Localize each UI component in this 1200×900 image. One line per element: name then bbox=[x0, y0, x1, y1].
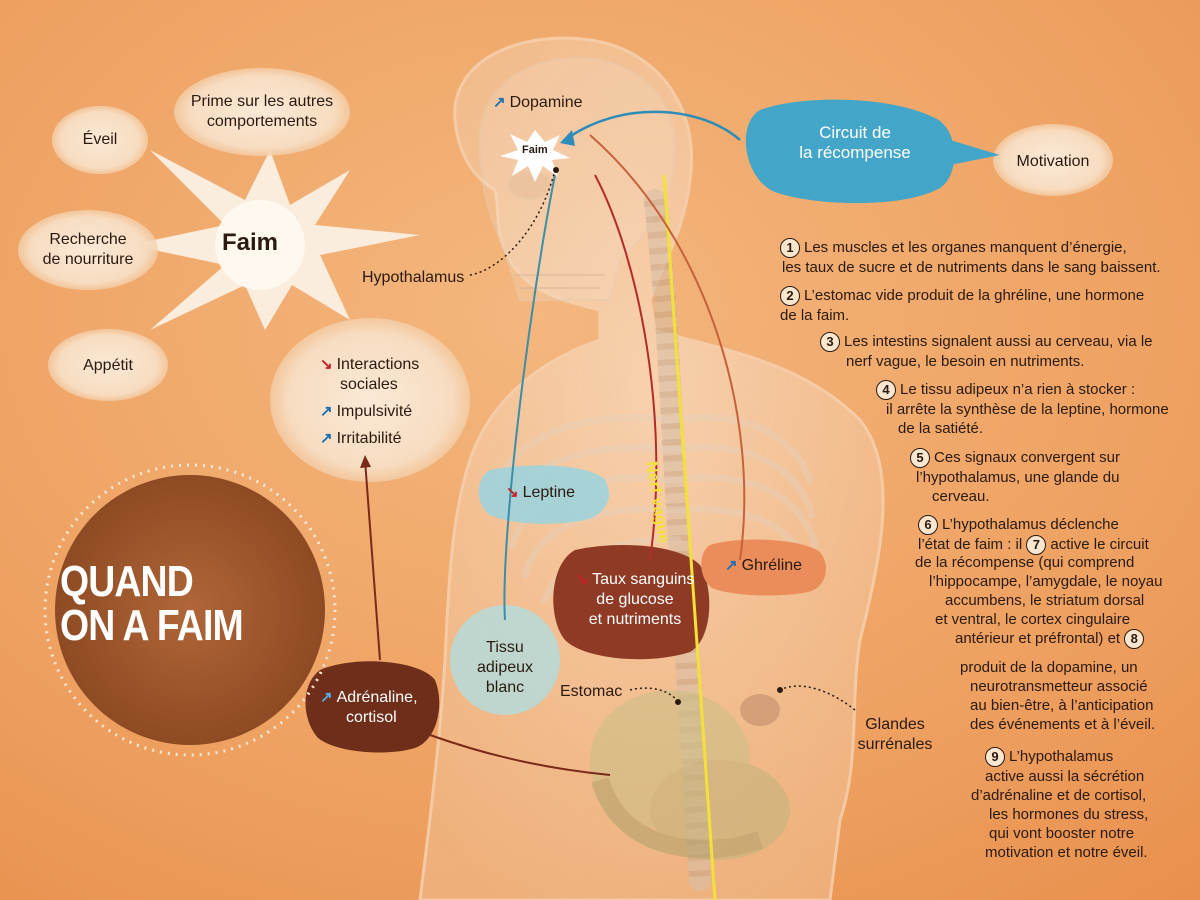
title-circle-ring bbox=[43, 463, 337, 757]
nerf-vague-line bbox=[662, 174, 717, 900]
label-hypothalamus: Hypothalamus bbox=[362, 269, 465, 286]
effect-recherche: Recherche de nourriture bbox=[42, 231, 134, 268]
effect-prime: Prime sur les autres comportements bbox=[190, 93, 334, 130]
step-8: produit de la dopamine, un neurotransmet… bbox=[960, 659, 1156, 733]
center-faim-label: Faim bbox=[222, 229, 279, 256]
skull bbox=[478, 57, 677, 301]
behavior-irritabilite: ↗Irritabilité bbox=[320, 430, 402, 447]
label-glandes: Glandes surrénales bbox=[857, 716, 933, 753]
title-line-2: ON A FAIM bbox=[60, 601, 244, 650]
label-estomac: Estomac bbox=[560, 683, 623, 700]
label-motivation: Motivation bbox=[1016, 153, 1090, 170]
step-number-9: 9 bbox=[985, 747, 1005, 768]
step-number-6: 6 bbox=[918, 515, 938, 536]
behavior-impulsivite: ↗Impulsivité bbox=[320, 403, 413, 420]
step-number-7: 7 bbox=[1026, 535, 1047, 556]
adrenaline-blob bbox=[305, 661, 440, 753]
step-number-2: 2 bbox=[780, 286, 800, 307]
taux-blob bbox=[553, 545, 710, 660]
label-faim-brain: Faim bbox=[522, 144, 548, 156]
step-number-4: 4 bbox=[876, 380, 896, 401]
title-line-1: QUAND bbox=[60, 557, 194, 606]
label-leptine: ↘Leptine bbox=[506, 484, 576, 501]
step-7: de la récompense (qui comprend l’hippoca… bbox=[915, 553, 1185, 650]
step-number-1: 1 bbox=[780, 238, 800, 259]
ghreline-blob bbox=[701, 539, 827, 596]
circuit-blob bbox=[745, 99, 1000, 204]
hunger-starburst bbox=[130, 150, 420, 330]
behavior-interactions: ↘Interactions sociales bbox=[320, 356, 420, 393]
label-taux: ↘Taux sanguins de glucose et nutriments bbox=[575, 571, 695, 628]
effect-appetit: Appétit bbox=[83, 357, 133, 374]
arrow-down-icon: ↘ bbox=[506, 484, 519, 501]
arrow-up-icon: ↗ bbox=[320, 403, 333, 420]
title-circle bbox=[55, 475, 325, 745]
step-number-8: 8 bbox=[1124, 629, 1145, 650]
step-number-3: 3 bbox=[820, 332, 840, 353]
label-circuit: Circuit de la récompense bbox=[799, 123, 911, 162]
tissu-blob bbox=[450, 605, 560, 715]
arrow-down-icon: ↘ bbox=[320, 356, 333, 373]
leader-lines bbox=[469, 169, 856, 711]
arrow-up-icon: ↗ bbox=[493, 94, 506, 111]
label-adrenaline: ↗Adrénaline, cortisol bbox=[320, 689, 418, 726]
clouds bbox=[18, 68, 1113, 482]
step-number-5: 5 bbox=[910, 448, 930, 469]
signal-arrows bbox=[360, 110, 746, 776]
arrow-up-icon: ↗ bbox=[320, 689, 333, 706]
arrow-down-icon: ↘ bbox=[575, 571, 589, 588]
arrow-up-icon: ↗ bbox=[725, 557, 738, 574]
digestive-organs bbox=[590, 690, 790, 860]
label-ghreline: ↗Ghréline bbox=[725, 557, 803, 574]
brain-faim-burst bbox=[500, 130, 570, 182]
page-title: QUAND ON A FAIM bbox=[60, 560, 281, 648]
label-dopamine: ↗Dopamine bbox=[493, 94, 583, 111]
arrow-up-icon: ↗ bbox=[320, 430, 333, 447]
label-tissu: Tissu adipeux blanc bbox=[476, 639, 534, 696]
effect-eveil: Éveil bbox=[82, 131, 118, 148]
